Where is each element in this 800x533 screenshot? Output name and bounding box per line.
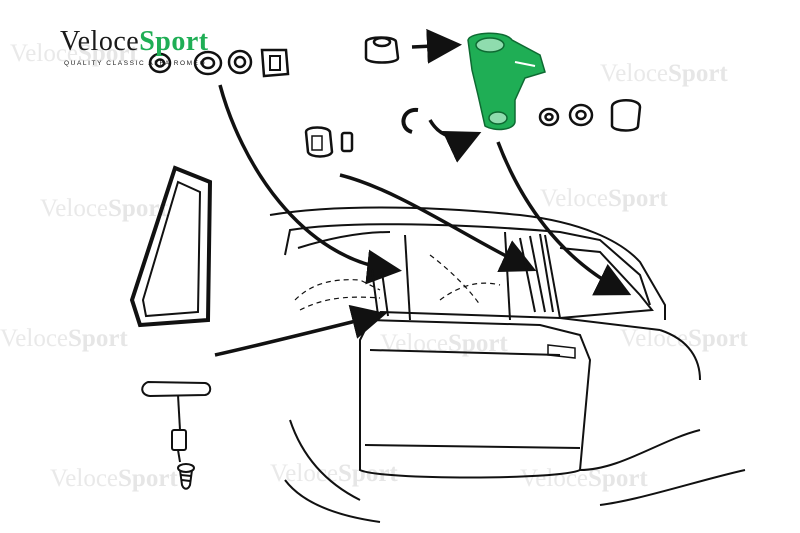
watermark: VeloceSport: [0, 325, 128, 352]
brand-wordmark: VeloceSport: [60, 26, 209, 58]
brand-logo: VeloceSport QUALITY CLASSIC ALFA ROMEO: [60, 22, 250, 72]
watermark: VeloceSport: [540, 185, 668, 212]
window-winder-handle: [141, 380, 212, 463]
watermark: VeloceSport: [600, 60, 728, 87]
quarter-window-seal: [129, 165, 213, 328]
bushing-cap: [364, 36, 400, 64]
highlighted-bracket: [467, 32, 546, 131]
watermark: VeloceSport: [520, 465, 648, 492]
leader-arrows: [214, 28, 632, 357]
window-channel: [371, 233, 554, 317]
retaining-clip: [401, 107, 419, 134]
screw: [177, 463, 195, 490]
car-outline: [269, 206, 746, 523]
bushing-set-right: [538, 99, 642, 132]
brand-first: Veloce: [60, 26, 140, 57]
watermark: VeloceSport: [40, 195, 168, 222]
watermark: VeloceSport: [270, 460, 398, 487]
brand-second: Sport: [139, 26, 209, 57]
brand-tagline: QUALITY CLASSIC ALFA ROMEO: [64, 60, 207, 67]
watermark: VeloceSport: [50, 465, 178, 492]
door-handle: [547, 344, 576, 359]
rubber-inserts: [304, 126, 354, 158]
watermark: VeloceSport: [10, 40, 138, 67]
bushing-set-left: [148, 48, 290, 78]
interior-outline: [294, 254, 501, 311]
